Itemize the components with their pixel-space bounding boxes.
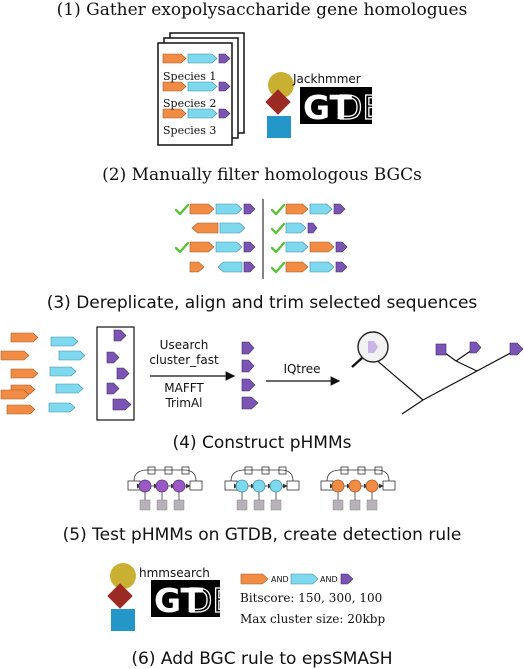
step-4-title: (4) Construct pHMMs	[173, 433, 352, 453]
step-1-title: (1) Gather exopolysaccharide gene homolo…	[57, 0, 468, 20]
hmmsearch-label: hmmsearch	[139, 566, 210, 580]
bgc-gene-arrow	[335, 241, 348, 253]
max-cluster-text: Max cluster size: 20kbp	[240, 612, 385, 626]
phylogenetic-tree	[373, 347, 517, 415]
species-3-label: Species 3	[163, 124, 216, 137]
bgc-gene-arrow	[307, 222, 318, 234]
bgc-gene-arrow	[335, 261, 348, 273]
sequence-gene-arrow	[10, 368, 39, 379]
aligned-sequence-arrow	[241, 341, 255, 355]
phmm-orange-model	[320, 466, 396, 511]
and-label-1: AND	[271, 575, 289, 584]
svg-text:DB: DB	[337, 88, 385, 127]
bgc-gene-arrow	[215, 203, 243, 215]
svg-text:GT: GT	[154, 581, 204, 620]
species-gene-arrow	[187, 81, 218, 92]
bgc-gene-arrow	[191, 222, 219, 234]
aligned-sequence-arrow	[241, 378, 256, 392]
selected-sequence-arrow	[106, 382, 120, 395]
sequence-gene-arrow	[0, 389, 30, 400]
sequence-gene-arrow	[58, 350, 86, 361]
bgc-gene-arrow	[285, 222, 307, 234]
bgc-gene-arrow	[285, 241, 309, 253]
species-1-label: Species 1	[163, 70, 216, 83]
bgc-gene-arrow	[309, 261, 335, 273]
and-label-2: AND	[320, 575, 338, 584]
rule-orange-gene	[240, 573, 269, 585]
bgc-gene-arrow	[309, 241, 335, 253]
mafft-label: MAFFT	[164, 381, 204, 395]
rule-cyan-gene	[290, 573, 319, 585]
selected-sequence-arrow	[113, 329, 127, 342]
selected-sequence-arrow	[112, 398, 132, 411]
bgc-gene-arrow	[217, 261, 243, 273]
magnifier-icon	[351, 331, 389, 368]
selected-sequence-arrow	[106, 351, 120, 364]
species-gene-arrow	[162, 81, 187, 92]
bgc-gene-arrow	[285, 203, 309, 215]
jackhmmer-icon	[265, 72, 294, 138]
tree-leaf	[435, 343, 447, 356]
tree-leaf	[509, 342, 524, 356]
aligned-sequence-arrow	[241, 359, 255, 373]
iqtree-label: IQtree	[283, 362, 320, 376]
sequence-gene-arrow	[0, 350, 30, 361]
sequence-gene-arrow	[6, 404, 36, 415]
cluster-fast-label: cluster_fast	[149, 353, 219, 367]
species-gene-arrow	[187, 53, 218, 64]
hmmsearch-icon	[107, 563, 136, 631]
bgc-gene-arrow	[309, 203, 333, 215]
species-gene-arrow	[218, 108, 231, 119]
step-2-title: (2) Manually filter homologous BGCs	[102, 165, 422, 185]
jackhmmer-label: Jackhmmer	[292, 72, 361, 86]
sequence-gene-arrow	[50, 336, 79, 347]
bgc-gene-arrow	[243, 261, 256, 273]
bgc-gene-arrow	[189, 203, 215, 215]
step-6-title: (6) Add BGC rule to epsSMASH	[131, 649, 392, 669]
bgc-gene-arrow	[243, 241, 256, 253]
species-gene-arrow	[187, 108, 218, 119]
trimal-label: TrimAl	[164, 396, 202, 410]
species-gene-arrow	[162, 108, 187, 119]
bgc-gene-arrow	[333, 203, 346, 215]
svg-text:DB: DB	[187, 581, 235, 620]
gtdb-logo-2: GT DB	[151, 580, 236, 621]
tree-leaf	[469, 341, 482, 354]
bgc-gene-arrow	[285, 261, 309, 273]
sequence-gene-arrow	[10, 332, 39, 343]
bgc-gene-arrow	[215, 241, 243, 253]
sequence-gene-arrow	[49, 366, 77, 377]
bgc-gene-arrow	[189, 261, 205, 273]
svg-text:GT: GT	[303, 88, 353, 127]
step-5-title: (5) Test pHMMs on GTDB, create detection…	[63, 525, 462, 545]
gtdb-logo: GT DB	[300, 87, 386, 128]
selected-sequence-arrow	[116, 367, 130, 380]
sequence-gene-arrow	[48, 402, 76, 413]
sequence-gene-arrow	[55, 383, 84, 394]
bgc-gene-arrow	[189, 241, 215, 253]
phmm-purple-model	[127, 466, 203, 511]
species-2-label: Species 2	[163, 97, 216, 110]
species-gene-arrow	[162, 53, 187, 64]
aligned-sequence-arrow	[241, 396, 259, 410]
species-gene-arrow	[218, 53, 231, 64]
check-icons	[174, 203, 286, 274]
bitscore-text: Bitscore: 150, 300, 100	[240, 591, 382, 605]
selected-purple-box	[96, 326, 135, 421]
rule-purple-gene	[340, 573, 354, 585]
usearch-label: Usearch	[160, 338, 209, 352]
species-gene-arrow	[218, 81, 231, 92]
phmm-cyan-model	[224, 466, 300, 511]
step-3-title: (3) Dereplicate, align and trim selected…	[47, 293, 478, 313]
bgc-gene-arrow	[243, 203, 256, 215]
bgc-gene-arrow	[219, 222, 246, 234]
